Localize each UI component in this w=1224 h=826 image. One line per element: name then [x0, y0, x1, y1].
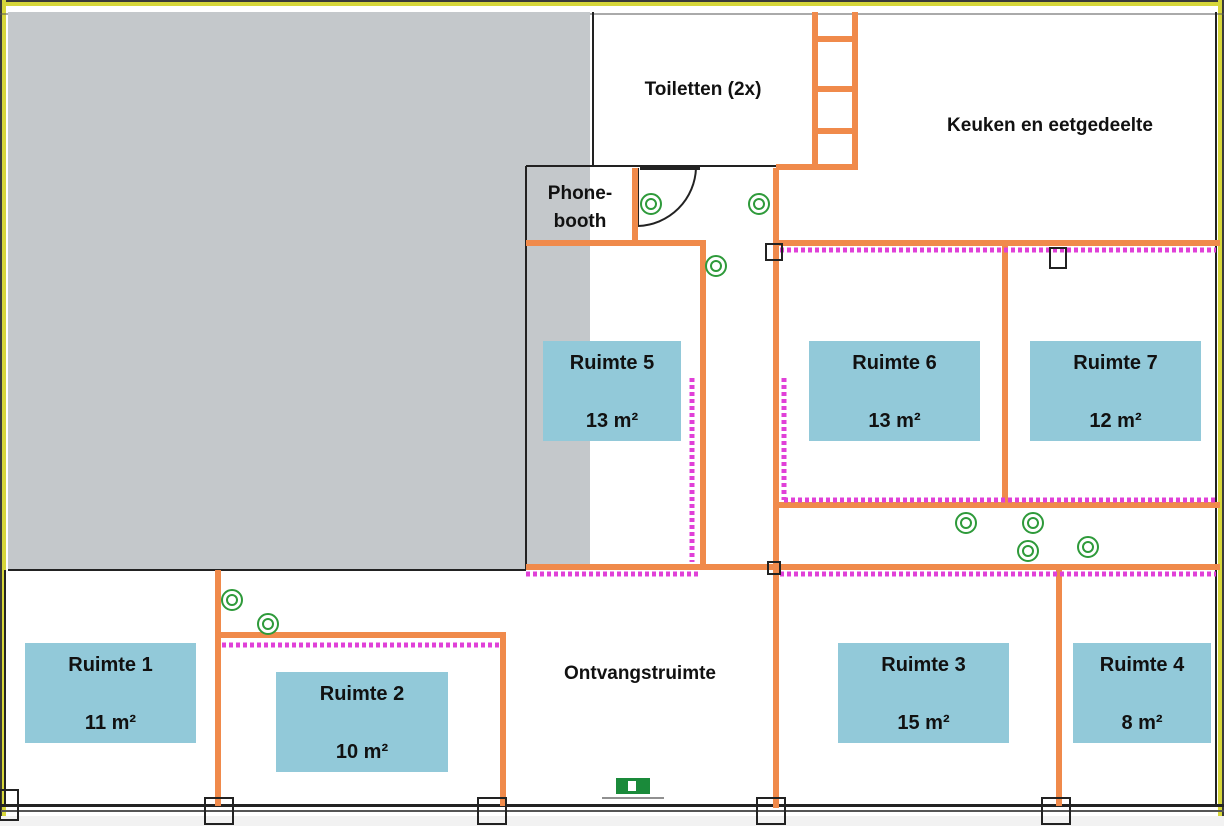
socket-icon-inner: [710, 260, 722, 272]
room-name: Ruimte 6: [852, 352, 937, 374]
socket-icon: [748, 193, 770, 215]
room-name: Ruimte 7: [1073, 352, 1158, 374]
orange-walls: [215, 12, 1220, 808]
room-area: 13 m²: [585, 410, 639, 432]
socket-icon-group: [221, 193, 1099, 635]
room-area: 11 m²: [84, 712, 137, 734]
label-phonebooth-line2: booth: [553, 211, 607, 232]
room-box-2: Ruimte 2 10 m²: [276, 672, 448, 772]
glass-walls: [222, 247, 1216, 648]
label-kitchen: Keuken en eetgedeelte: [947, 115, 1153, 136]
room-box-3: Ruimte 3 15 m²: [838, 643, 1009, 743]
label-phonebooth-line1: Phone-: [547, 183, 613, 204]
socket-icon-inner: [226, 594, 238, 606]
room-name: Ruimte 3: [881, 654, 966, 676]
socket-icon: [1022, 512, 1044, 534]
socket-icon-inner: [753, 198, 765, 210]
room-box-4: Ruimte 4 8 m²: [1073, 643, 1211, 743]
socket-icon: [1077, 536, 1099, 558]
socket-icon-inner: [1082, 541, 1094, 553]
room-box-1: Ruimte 1 11 m²: [25, 643, 196, 743]
room-name: Ruimte 5: [569, 352, 655, 374]
emergency-exit-sign-icon: [602, 778, 664, 799]
socket-icon: [705, 255, 727, 277]
socket-icon: [221, 589, 243, 611]
thin-walls: [4, 12, 1217, 805]
room-name: Ruimte 4: [1099, 654, 1185, 676]
room-area: 8 m²: [1121, 712, 1163, 734]
room-area: 13 m²: [868, 410, 921, 432]
socket-icon-inner: [960, 517, 972, 529]
socket-icon-inner: [645, 198, 657, 210]
room-box-7: Ruimte 7 12 m²: [1030, 341, 1201, 441]
socket-icon: [640, 193, 662, 215]
room-box-6: Ruimte 6 13 m²: [809, 341, 980, 441]
room-area: 15 m²: [897, 712, 950, 734]
socket-icon: [955, 512, 977, 534]
socket-icon: [257, 613, 279, 635]
socket-icon: [1017, 540, 1039, 562]
room-name: Ruimte 1: [68, 654, 153, 676]
socket-icon-inner: [1022, 545, 1034, 557]
masked-area-lower: [8, 160, 526, 570]
socket-icon-inner: [262, 618, 274, 630]
label-toilets: Toiletten (2x): [644, 79, 762, 100]
room-name: Ruimte 2: [319, 683, 405, 705]
room-area: 12 m²: [1089, 410, 1142, 432]
room-area: 10 m²: [335, 741, 389, 763]
room-box-5: Ruimte 5 13 m²: [543, 341, 681, 441]
label-reception: Ontvangstruimte: [563, 663, 717, 684]
column-icon: [0, 243, 1071, 825]
socket-icon-inner: [1027, 517, 1039, 529]
